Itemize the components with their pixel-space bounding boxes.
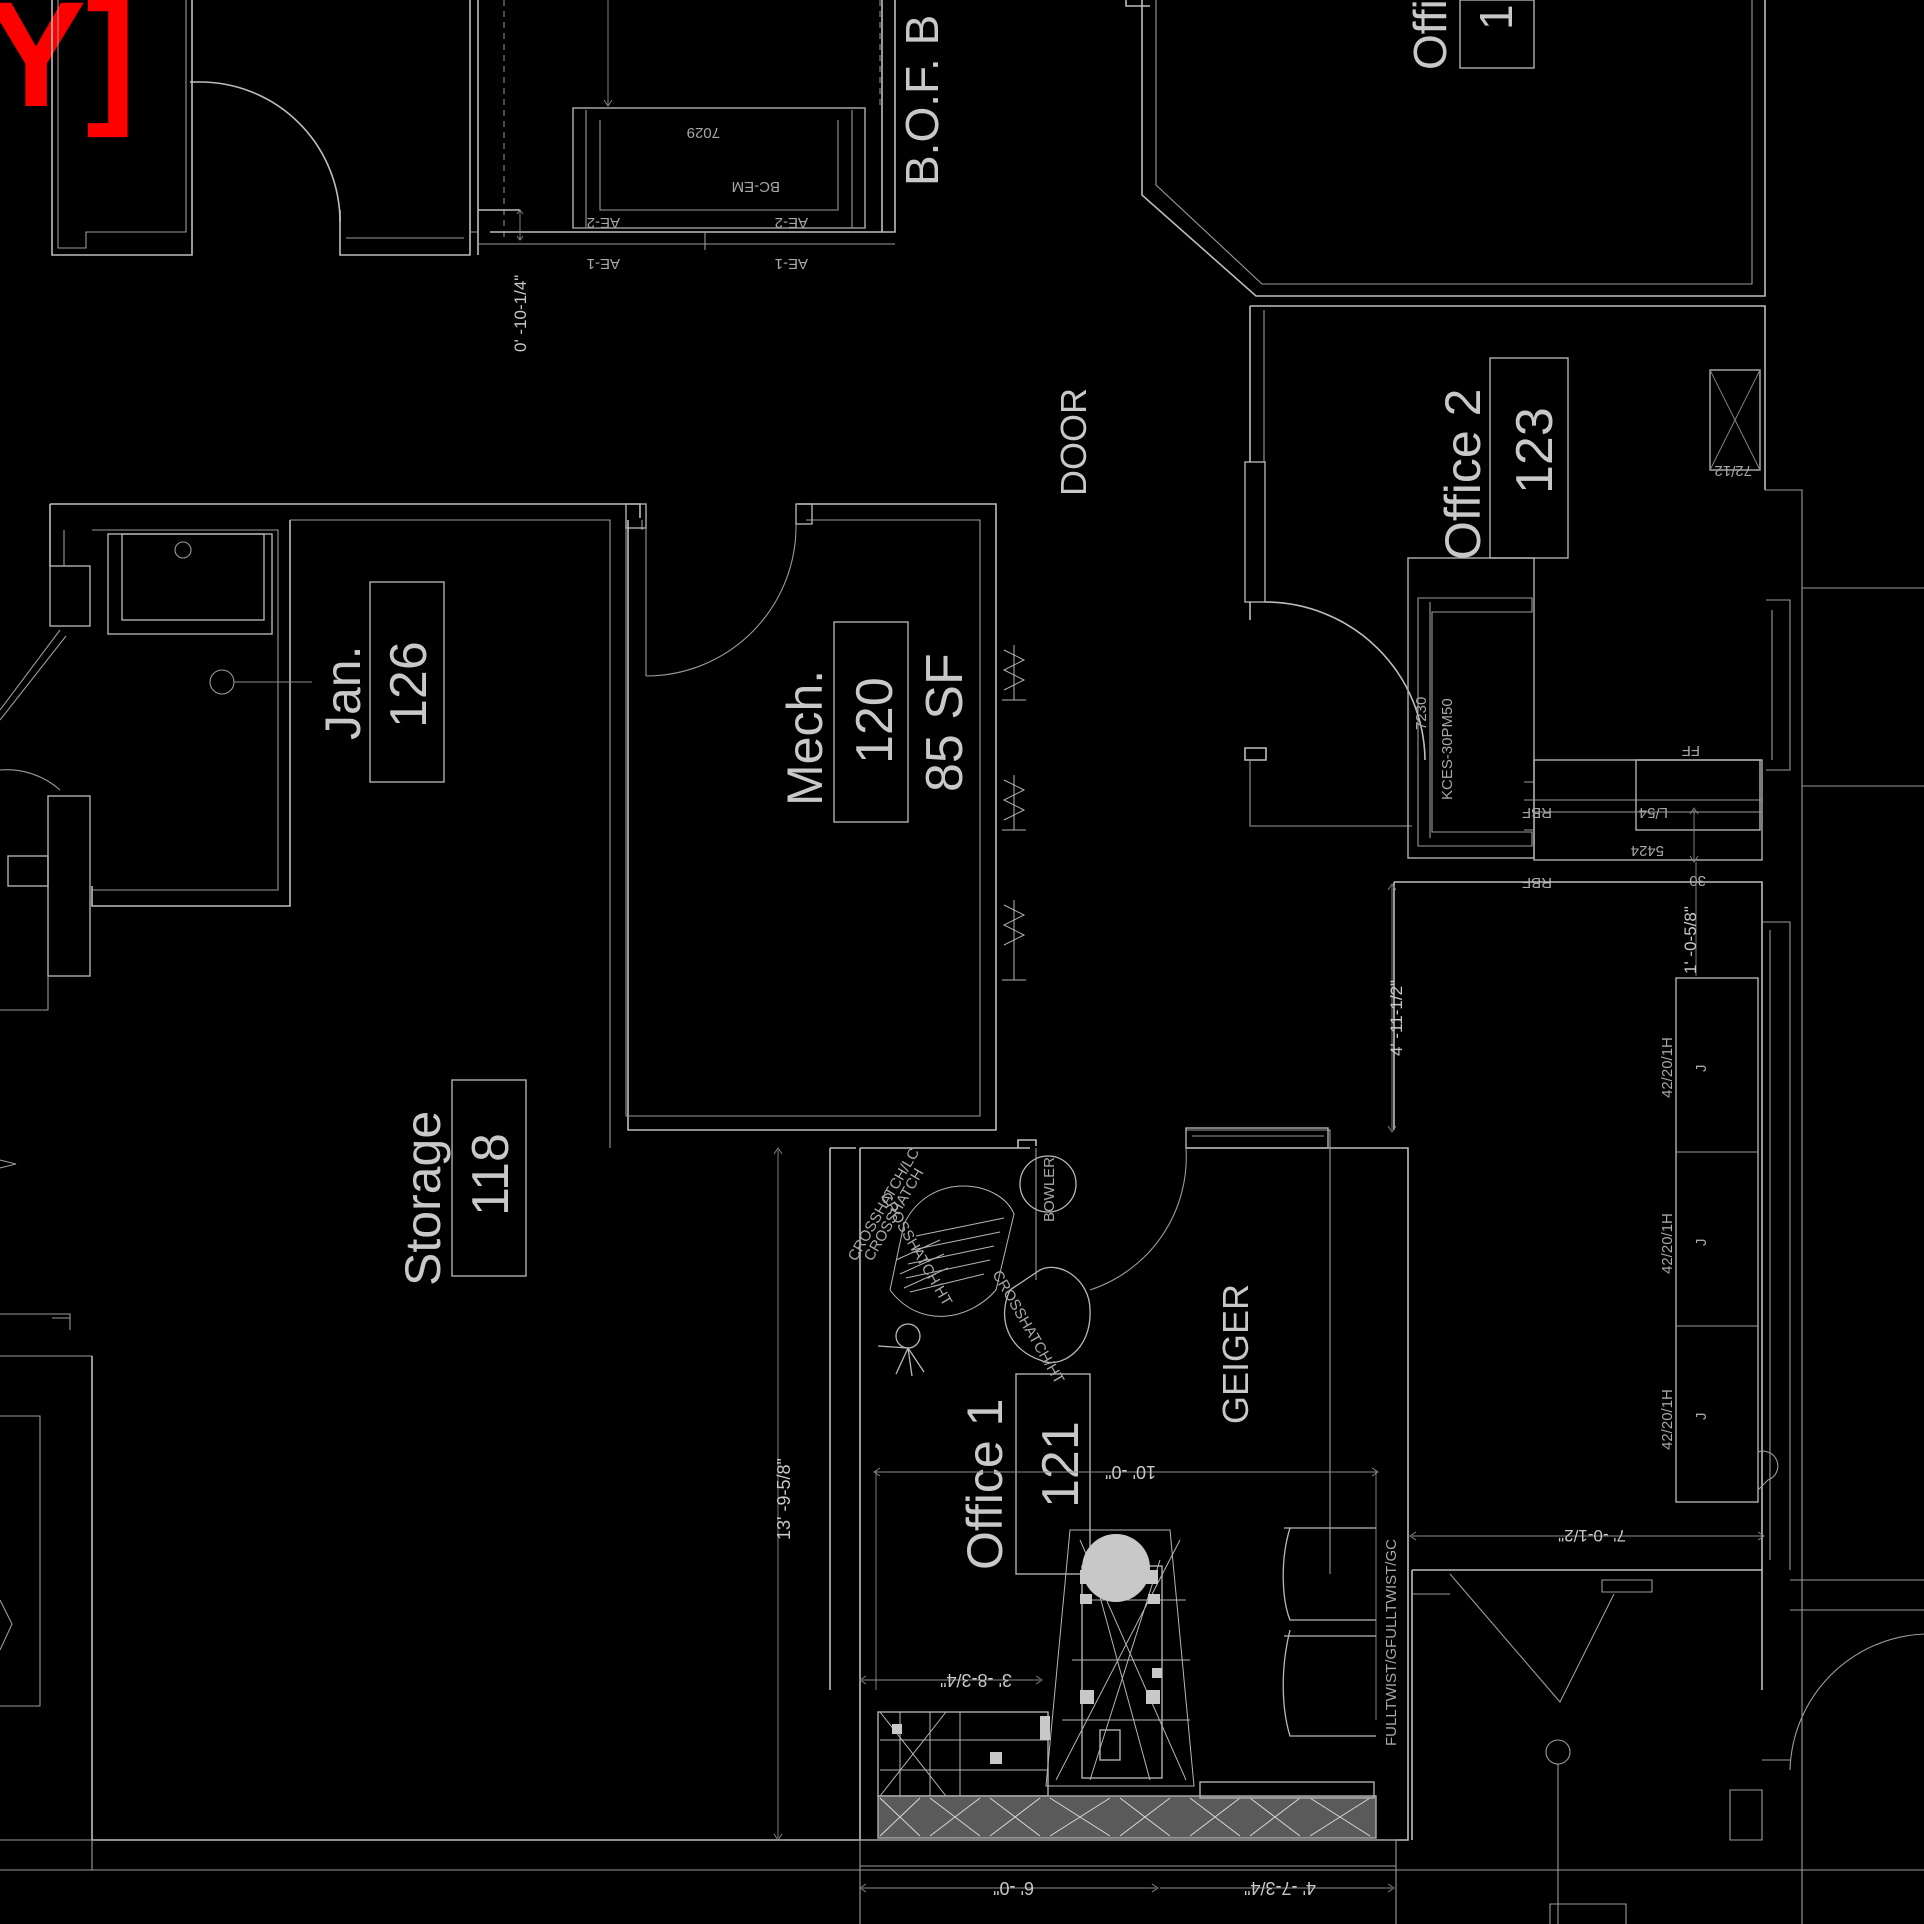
storage-room-walls: 13' -9-5/8" Storage 118 — [0, 1079, 1924, 1871]
dim-6-0: 6' -0" — [993, 1878, 1034, 1898]
bottom-edge-walls — [0, 1839, 93, 1870]
file-1-label: 42/20/1H — [1659, 1037, 1676, 1098]
top-right-office-walls: Offi 1 — [1125, 0, 1766, 297]
tag-ff: FF — [1682, 742, 1700, 759]
office-1-number: 121 — [1032, 1421, 1090, 1508]
bowler-tag: BOWLER — [1041, 1157, 1058, 1222]
fulltwist-tag: FULLTWIST/GFULLTWIST/GC — [1383, 1539, 1400, 1746]
mech-area: 85 SF — [916, 653, 974, 792]
dim-1-0: 1' -0-5/8" — [1681, 906, 1700, 974]
tag-bc-em: BC-EM — [732, 178, 780, 195]
bof-label: B.O.F. B — [896, 15, 948, 186]
office-1-name: Office 1 — [957, 1399, 1013, 1570]
dim-0-10: 0' -10-1/4" — [511, 275, 530, 352]
tag-30: 30 — [1689, 872, 1706, 889]
right-corridor-walls: 42/20/1H 42/20/1H 42/20/1H J J J 4' -11-… — [1387, 860, 1803, 1924]
tag-ae2-right: AE-2 — [775, 214, 808, 231]
tag-ae1-left: AE-1 — [587, 255, 620, 272]
jan-number: 126 — [380, 641, 438, 728]
tag-7029: 7029 — [687, 124, 720, 141]
door-label: DOOR — [1053, 388, 1094, 496]
title-marker: Y] — [0, 0, 136, 138]
office-1-walls: Office 1 121 GEIGER 10' -0" 3' -8-3/4" 6… — [859, 1127, 1409, 1924]
mech-number: 120 — [846, 677, 904, 764]
top-left-walls — [51, 0, 896, 256]
tag-7230: 7230 — [1413, 697, 1430, 730]
office-2-number: 123 — [1506, 407, 1564, 494]
cabinet-block-7029: 7029 BC-EM AE-2 AE-2 AE-1 AE-1 — [572, 107, 866, 272]
jan-room-walls: Jan. 126 — [0, 503, 641, 1148]
crosshatch-ht-tag-2: CROSSHATCH/HT — [989, 1268, 1068, 1387]
office-2-name: Office 2 — [1435, 389, 1491, 560]
title-marker-text: Y] — [0, 0, 136, 138]
file-2-j: J — [1693, 1239, 1710, 1247]
dim-10-0: 10' -0" — [1105, 1462, 1156, 1482]
dim-4-7: 4' -7-3/4" — [1244, 1878, 1316, 1898]
file-3-j: J — [1693, 1413, 1710, 1421]
dim-3-8: 3' -8-3/4" — [940, 1670, 1012, 1690]
office-top-number: 1 — [1470, 4, 1522, 30]
dim-4-11: 4' -11-1/2" — [1387, 980, 1406, 1056]
storage-name: Storage — [395, 1111, 451, 1286]
office-1-furniture: CROSSHATCH/LC CROSSHATCH/HT CROSSHATCH/H… — [845, 1145, 1400, 1746]
tag-ae1-right: AE-1 — [775, 255, 808, 272]
tag-5424: 5424 — [1631, 842, 1664, 859]
tag-l54: L/54 — [1639, 804, 1668, 821]
dim-7-0: 7' -0-1/2" — [1558, 1526, 1626, 1545]
mech-name: Mech. — [777, 670, 833, 806]
occupant-label: GEIGER — [1215, 1284, 1256, 1424]
office-top-name: Offi — [1404, 0, 1456, 70]
tag-ae2-left: AE-2 — [587, 214, 620, 231]
mech-room-walls: Mech. 120 85 SF — [625, 503, 1026, 1131]
storage-number: 118 — [462, 1133, 520, 1216]
office-2-walls: Office 2 123 7230 KCES-30PM50 FF RBF RBF… — [1244, 305, 1924, 891]
jan-name: Jan. — [315, 645, 371, 740]
office-1-workstation — [877, 1529, 1377, 1839]
file-3-label: 42/20/1H — [1659, 1389, 1676, 1450]
tag-kces: KCES-30PM50 — [1439, 698, 1456, 800]
tag-rbf-a: RBF — [1522, 804, 1552, 821]
file-2-label: 42/20/1H — [1659, 1213, 1676, 1274]
dim-13-9: 13' -9-5/8" — [774, 1458, 794, 1540]
bottom-right-vestibule — [1411, 1569, 1924, 1924]
file-1-j: J — [1693, 1065, 1710, 1073]
tag-7212: 72/12 — [1714, 462, 1752, 479]
